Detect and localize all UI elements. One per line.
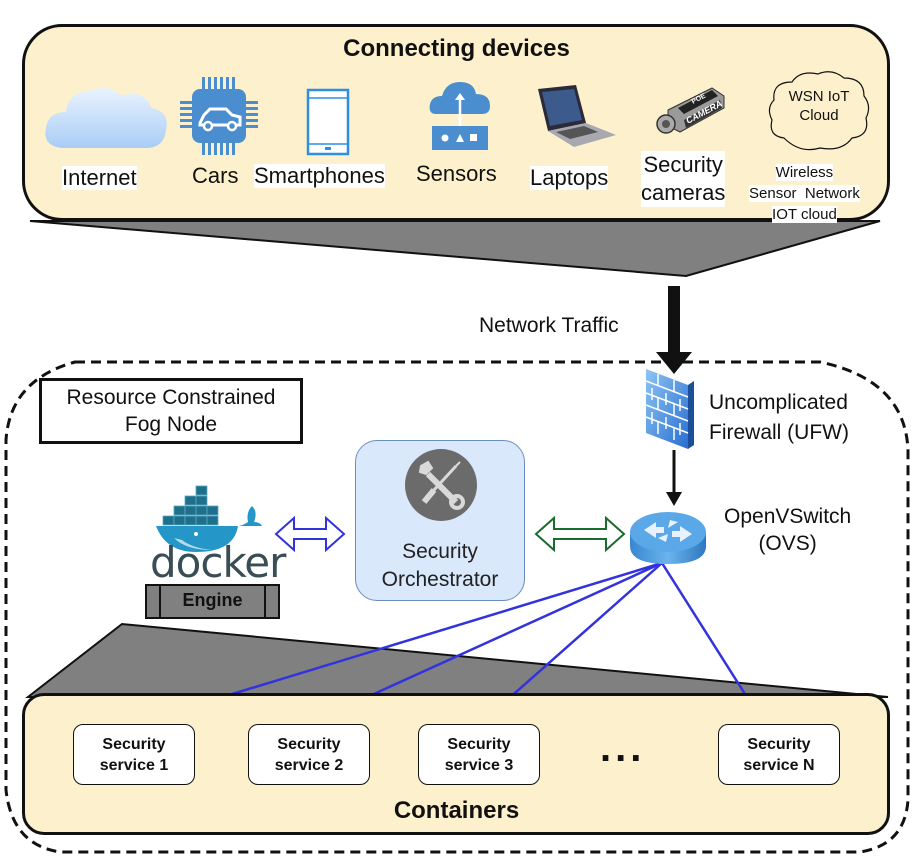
service-line: service 3 — [444, 757, 514, 774]
docker-engine[interactable]: Engine — [145, 584, 280, 619]
fog-title-line: Fog Node — [124, 413, 218, 436]
wsn-cloud-icon: WSN IoT Cloud — [768, 71, 870, 151]
network-traffic-arrow — [656, 286, 692, 374]
security-service-1[interactable]: Security service 1 — [73, 724, 195, 785]
network-traffic-label: Network Traffic — [479, 314, 619, 337]
tools-icon — [405, 449, 477, 521]
service-line: service 2 — [274, 757, 344, 774]
firewall-label: Uncomplicated Firewall (UFW) — [709, 388, 849, 448]
device-label-smartphones: Smartphones — [254, 163, 385, 189]
car-chip-icon — [180, 77, 258, 155]
firewall-to-switch-arrow — [666, 450, 682, 506]
device-label-cars: Cars — [192, 163, 239, 188]
label-line: Sensor Network — [749, 185, 860, 202]
engine-label: Engine — [159, 584, 266, 619]
service-line: Security — [747, 736, 811, 753]
orchestrator-label-line: Security — [402, 540, 478, 563]
camera-icon: POE CAMERA — [656, 87, 725, 134]
device-label-security-cameras: Security cameras — [641, 151, 726, 207]
device-label-wsn: Wireless Sensor Network IOT cloud — [749, 162, 860, 225]
containers-funnel — [25, 622, 889, 698]
orchestrator-switch-arrow — [534, 515, 626, 553]
service-line: Security — [277, 736, 341, 753]
docker-whale-icon — [156, 485, 262, 552]
wsn-cloud-line1: WSN IoT — [789, 88, 850, 105]
wsn-cloud-line2: Cloud — [799, 107, 838, 124]
fog-title-line: Resource Constrained — [66, 386, 276, 409]
cloud-icon — [45, 88, 167, 148]
firewall-label-line: Firewall (UFW) — [709, 421, 849, 444]
device-label-laptops: Laptops — [530, 165, 609, 191]
device-label-internet: Internet — [62, 165, 137, 191]
switch-router-icon — [630, 512, 706, 564]
label-line: Security — [643, 152, 723, 177]
service-line: Security — [102, 736, 166, 753]
service-line: service 1 — [99, 757, 169, 774]
containers-title: Containers — [393, 797, 520, 824]
connecting-devices-title: Connecting devices — [343, 35, 570, 62]
switch-label-line: OpenVSwitch — [724, 505, 852, 528]
docker-orchestrator-arrow — [274, 515, 346, 553]
smartphone-icon — [306, 88, 350, 156]
security-orchestrator[interactable]: Security Orchestrator — [355, 440, 525, 601]
label-line: IOT cloud — [772, 206, 837, 223]
orchestrator-label-line: Orchestrator — [381, 568, 499, 591]
top-funnel — [29, 220, 881, 278]
device-label-sensors: Sensors — [416, 161, 497, 186]
service-line: service N — [743, 757, 815, 774]
firewall-icon — [645, 369, 694, 449]
switch-label-line: (OVS) — [758, 532, 817, 555]
sensor-cloud-icon — [429, 82, 490, 150]
firewall-label-line: Uncomplicated — [709, 391, 848, 414]
security-service-3[interactable]: Security service 3 — [418, 724, 540, 785]
orchestrator-label: Security Orchestrator — [356, 538, 524, 594]
laptop-icon — [538, 85, 616, 147]
security-service-2[interactable]: Security service 2 — [248, 724, 370, 785]
fog-node-boundary — [4, 360, 910, 854]
label-line: cameras — [641, 180, 726, 205]
docker-logo-text: docker — [150, 538, 286, 587]
security-service-n[interactable]: Security service N — [718, 724, 840, 785]
ellipsis: ... — [600, 726, 646, 770]
service-line: Security — [447, 736, 511, 753]
label-line: Wireless — [775, 164, 834, 181]
switch-label: OpenVSwitch (OVS) — [724, 503, 851, 557]
fog-node-title: Resource Constrained Fog Node — [39, 378, 303, 444]
